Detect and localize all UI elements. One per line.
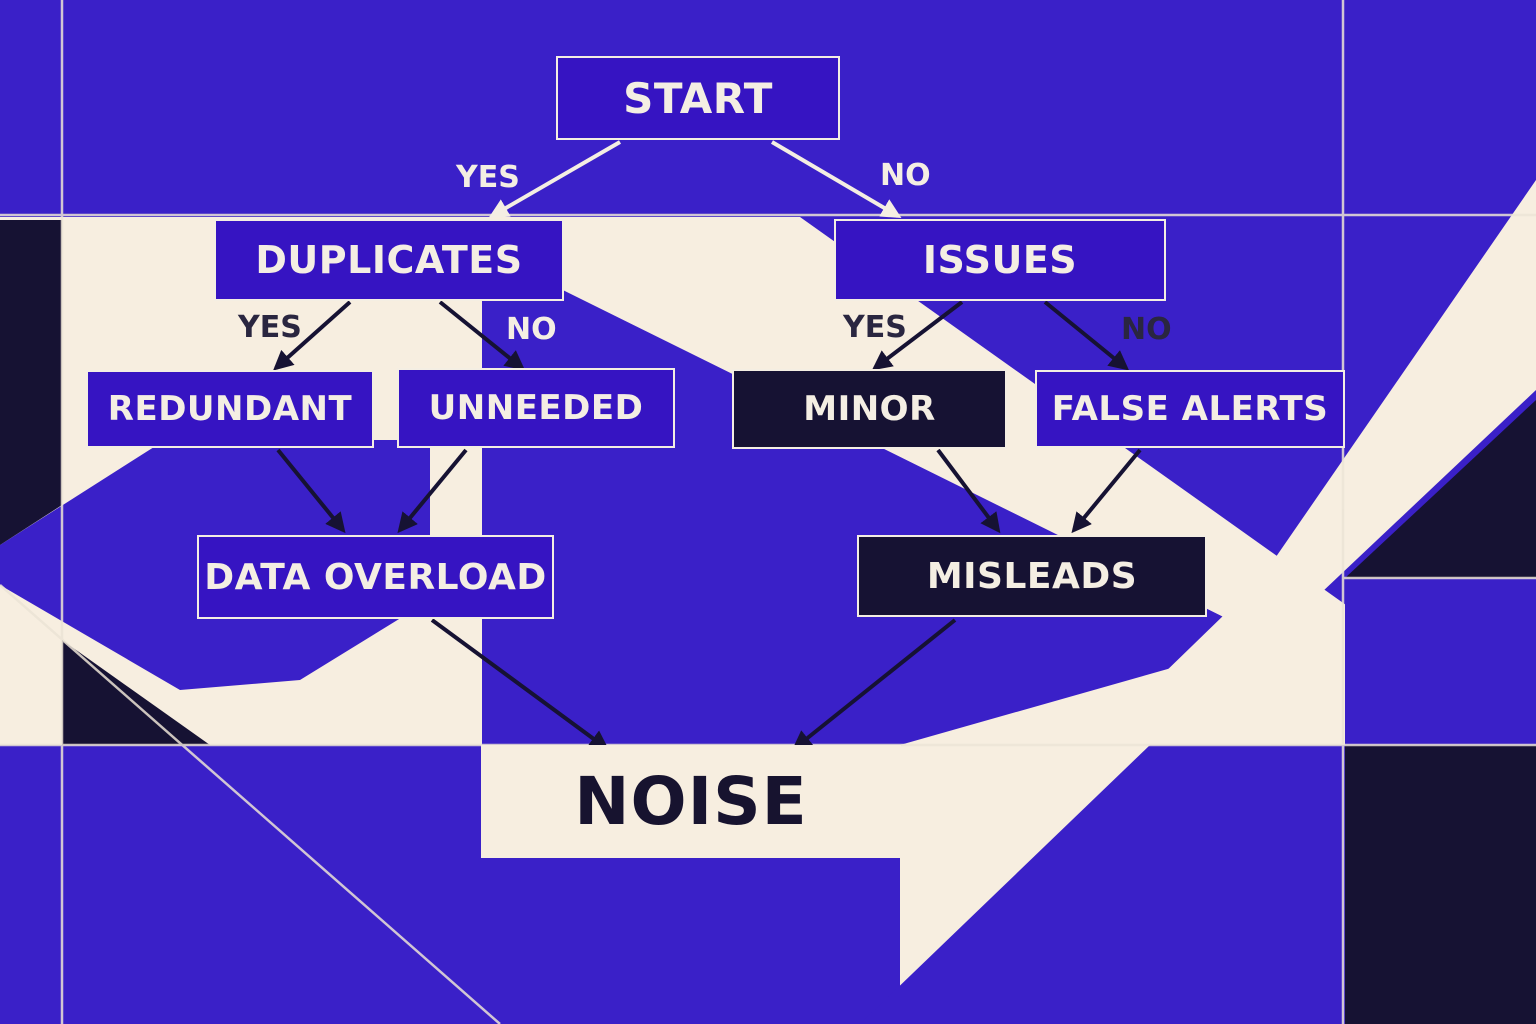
edge-label-duplicates-no: NO — [506, 312, 557, 347]
issues-node: ISSUES — [834, 219, 1166, 301]
redundant-node: REDUNDANT — [86, 370, 374, 448]
minor-node: MINOR — [732, 369, 1007, 449]
edge-label-issues-no: NO — [1121, 312, 1172, 347]
noise-node: NOISE — [481, 745, 901, 858]
start-node: START — [556, 56, 840, 140]
edge-label-start-no: NO — [880, 158, 931, 193]
misleads-node: MISLEADS — [857, 535, 1207, 617]
edge-label-start-yes: YES — [456, 160, 520, 195]
unneeded-node: UNNEEDED — [397, 368, 675, 448]
edge-label-duplicates-yes: YES — [238, 310, 302, 345]
false-alerts-node: FALSE ALERTS — [1035, 370, 1345, 448]
edge-label-issues-yes: YES — [843, 310, 907, 345]
duplicates-node: DUPLICATES — [214, 219, 564, 301]
data-overload-node: DATA OVERLOAD — [197, 535, 554, 619]
